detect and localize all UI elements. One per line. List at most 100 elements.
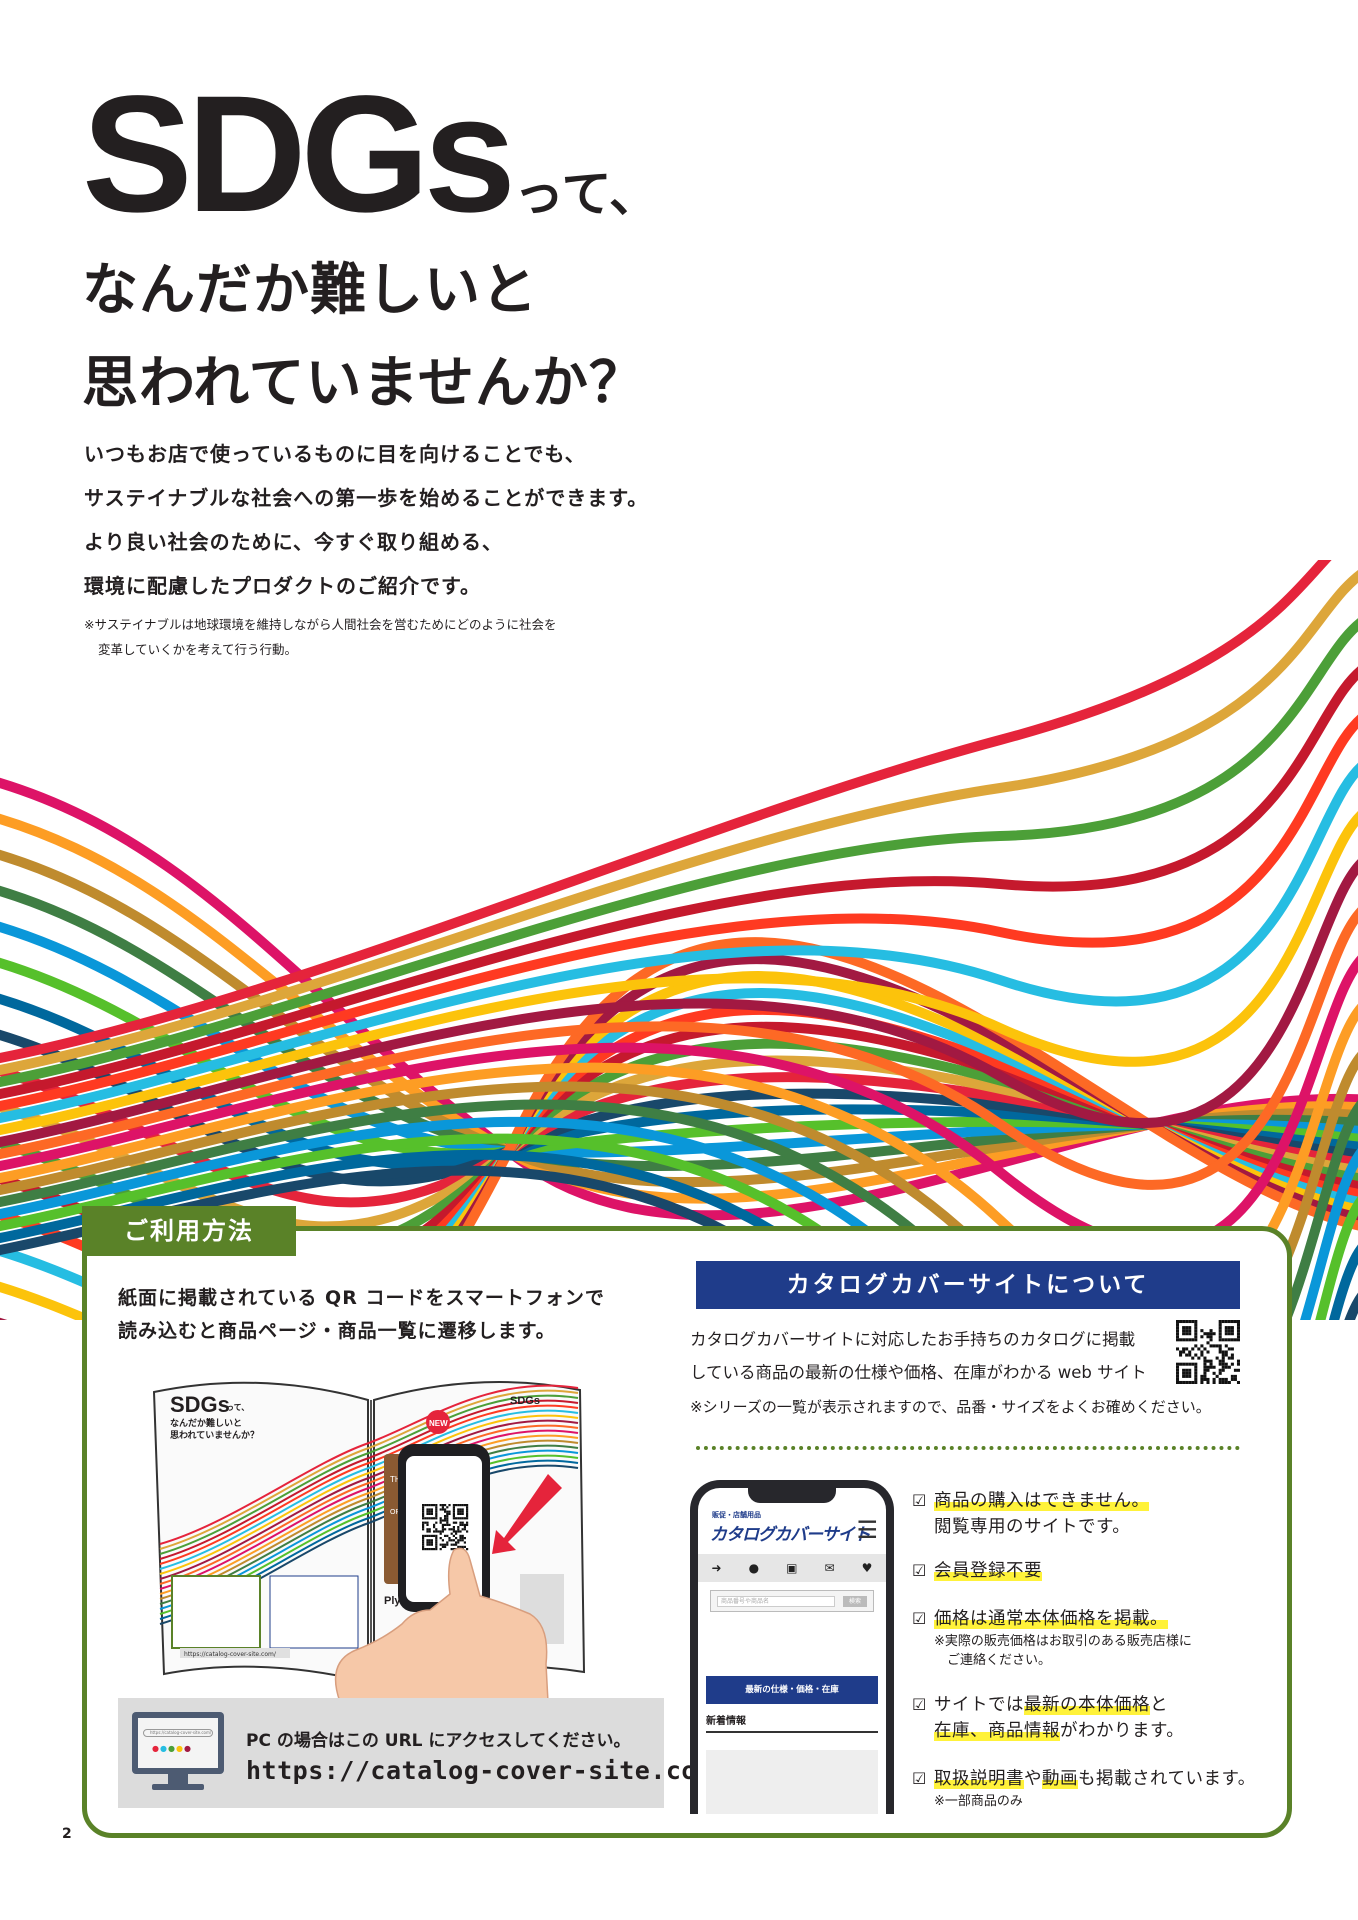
mock-url-text: https://catalog-cover-site.com/ [184,1651,277,1658]
feature-text: 取扱説明書 [934,1769,1024,1789]
mock-left-title: SDGs [170,1392,230,1417]
site-url-link[interactable]: https://catalog-cover-site.com/ [246,1756,729,1785]
feature-text: と [1150,1695,1168,1715]
catalog-scan-illustration: SDGs って、 なんだか難しいと 思われていませんか？ https://cat… [152,1381,586,1702]
stripe-upper [0,1149,1358,1320]
stripe-upper [0,1133,1358,1320]
site-description-line: カタログカバーサイトに対応したお手持ちのカタログに掲載 [690,1330,1136,1349]
mail-icon[interactable]: ✉ [824,1561,835,1575]
stripe-upper [0,1003,1358,1315]
feature-note: ※実際の販売価格はお取引のある販売店様に [934,1634,1192,1649]
sdg-stripes-graphic [0,560,1358,1320]
phone-search-button[interactable]: 検索 [843,1596,867,1607]
mock-site-box [269,1575,359,1649]
monitor-url-bar: https://catalog-cover-site.com/ [143,1729,213,1737]
intro-text: いつもお店で使っているものに目を向けることでも、 サステイナブルな社会への第一歩… [84,432,648,608]
user-icon[interactable]: ● [748,1561,760,1575]
hero-line-2: 思われていませんか？ [82,351,646,416]
phone-content-placeholder [706,1750,878,1814]
heart-icon[interactable]: ♥ [861,1561,873,1575]
stripe-upper [0,560,1332,1064]
checkbox-icon: ☑ [912,1561,927,1580]
qr-description: 紙面に掲載されている QR コードをスマートフォンで 読み込むと商品ページ・商品… [118,1282,605,1348]
site-note: ※シリーズの一覧が表示されますので、品番・サイズをよくお確めください。 [690,1398,1211,1416]
qr-description-line: 読み込むと商品ページ・商品一覧に遷移します。 [118,1320,556,1342]
checkbox-icon: ☑ [912,1769,927,1788]
mock-left-sub1: なんだか難しいと [170,1417,242,1429]
stripe-upper [0,811,1358,1136]
phone-latest-info-bar[interactable]: 最新の仕様・価格・在庫 [706,1676,878,1704]
feature-text: 商品の購入はできません。 [934,1491,1150,1511]
note-line: 変革していくかを考えて行う行動。 [98,642,298,657]
checkbox-icon: ☑ [912,1695,927,1714]
dotted-divider [696,1446,1240,1450]
hand-illustration [334,1547,549,1702]
hero-title: SDGsって、 [82,72,659,238]
monitor-icon: https://catalog-cover-site.com/ ●●●●● [132,1712,224,1774]
feature-subtext: 在庫、商品情報 [934,1721,1060,1741]
feature-subtext: 閲覧専用のサイトです。 [934,1517,1131,1537]
sustainable-note: ※サステイナブルは地球環境を維持しながら人間社会を営むためにどのように社会を 変… [84,612,556,662]
feature-subtext: がわかります。 [1060,1721,1185,1741]
phone-search-box: 商品番号や商品名 検索 [710,1590,874,1612]
pc-instruction: PC の場合はこの URL にアクセスしてください。 [246,1731,631,1751]
stripe-upper [0,666,1358,1100]
feature-text: サイトでは [934,1695,1024,1715]
stripe-upper [0,762,1358,1124]
qr-description-line: 紙面に掲載されている QR コードをスマートフォンで [118,1287,605,1309]
feature-text: 価格は通常本体価格を掲載。 [934,1609,1168,1629]
stripe-upper [0,714,1358,1112]
phone-news-heading: 新着情報 [706,1712,878,1733]
feature-note: ご連絡ください。 [934,1653,1052,1668]
page-number: 2 [62,1826,72,1842]
hero-line-1: なんだか難しいと [82,258,538,323]
mock-left-title-suffix: って、 [226,1403,249,1412]
mock-new-badge-text: NEW [429,1419,448,1428]
hero-title-suffix: って、 [514,165,660,223]
mock-new-badge [426,1410,450,1434]
feature-text: も掲載されています。 [1078,1769,1256,1789]
mock-url-bar [180,1648,290,1658]
stripe-upper [0,618,1358,1088]
intro-line: 環境に配慮したプロダクトのご紹介です。 [84,574,481,598]
phone-icon-bar: ➜ ● ▣ ✉ ♥ [698,1554,886,1582]
site-qr-code-icon[interactable] [1176,1320,1240,1384]
feature-text: や [1024,1769,1042,1789]
feature-item: ☑ 価格は通常本体価格を掲載。 ※実際の販売価格はお取引のある販売店様に ご連絡く… [912,1606,1192,1670]
stripe-upper [0,1116,1358,1320]
feature-item: ☑ 商品の購入はできません。 閲覧専用のサイトです。 [912,1488,1150,1540]
intro-line: サステイナブルな社会への第一歩を始めることができます。 [84,486,649,510]
feature-note: ※一部商品のみ [934,1794,1023,1809]
qr-code-icon [422,1504,469,1551]
login-icon[interactable]: ➜ [711,1561,722,1575]
feature-item: ☑ サイトでは最新の本体価格と 在庫、商品情報がわかります。 [912,1692,1184,1744]
phone-search-input[interactable]: 商品番号や商品名 [717,1596,835,1607]
pc-access-box: https://catalog-cover-site.com/ ●●●●● PC… [118,1698,728,1808]
arrow-icon [492,1474,562,1554]
site-description: カタログカバーサイトに対応したお手持ちのカタログに掲載 している商品の最新の仕様… [690,1323,1147,1389]
intro-line: いつもお店で使っているものに目を向けることでも、 [84,442,586,466]
feature-item: ☑ 会員登録不要 [912,1558,1042,1584]
mock-usage-box [171,1575,261,1649]
phone-brand-logo: カタログカバーサイト [710,1525,871,1545]
cart-icon[interactable]: ▣ [786,1561,798,1575]
stripe-upper [0,907,1358,1190]
checkbox-icon: ☑ [912,1609,927,1628]
checkbox-icon: ☑ [912,1491,927,1510]
feature-item: ☑ 取扱説明書や動画も掲載されています。 ※一部商品のみ [912,1766,1256,1811]
phone-notch [748,1488,836,1503]
stripe-upper [0,569,1358,1076]
site-about-header: カタログカバーサイトについて [696,1261,1240,1309]
feature-text: 会員登録不要 [934,1561,1042,1581]
mock-left-sub2: 思われていませんか？ [170,1430,259,1441]
feature-text: 動画 [1042,1769,1078,1789]
note-line: ※サステイナブルは地球環境を維持しながら人間社会を営むためにどのように社会を [84,617,557,632]
phone-small-label: 販促・店舗用品 [712,1511,761,1519]
mock-right-label: SDGs [510,1395,540,1407]
stripe-upper [0,859,1358,1148]
feature-text: 最新の本体価格 [1024,1695,1150,1715]
phone-site-preview: 販促・店舗用品 カタログカバーサイト ☰ ➜ ● ▣ ✉ ♥ 商品番号や商品名 … [690,1480,894,1814]
stripe-upper [0,955,1358,1253]
hamburger-menu-icon[interactable]: ☰ [856,1516,878,1544]
stripe-upper [0,1165,1358,1320]
